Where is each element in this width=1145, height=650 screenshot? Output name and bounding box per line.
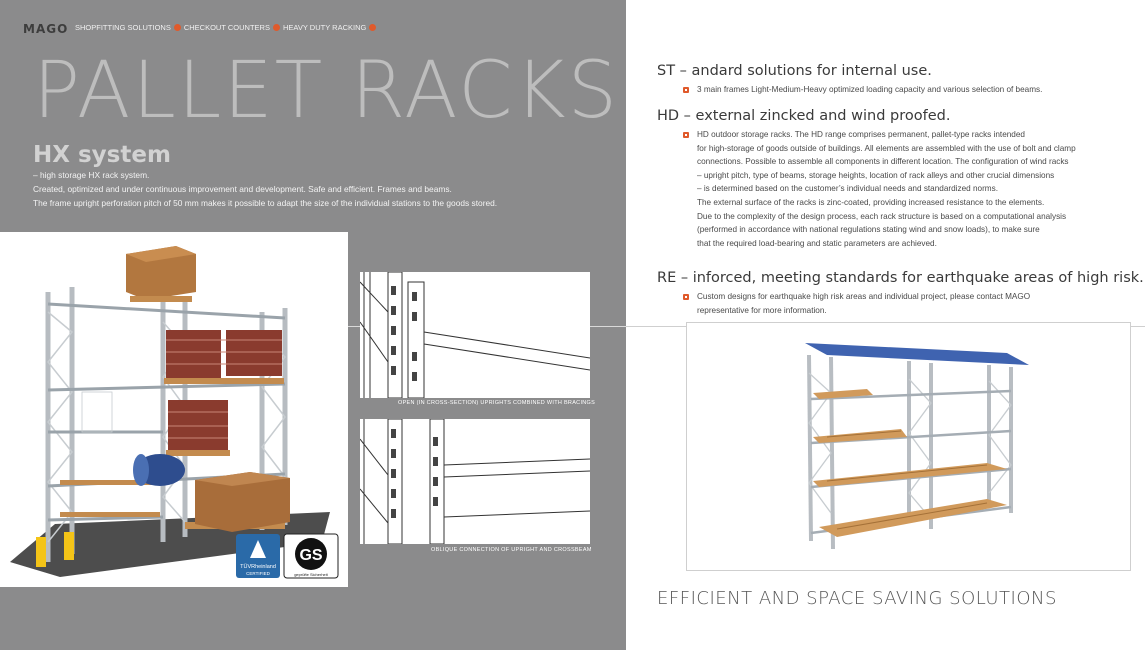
hx-system-title: HX system <box>33 142 171 168</box>
bullet-text: 3 main frames Light-Medium-Heavy optimiz… <box>697 83 1042 97</box>
nav-checkout[interactable]: CHECKOUT COUNTERS <box>183 23 270 32</box>
bullet-line: The external surface of the racks is zin… <box>697 197 1045 207</box>
section-title-st: ST – andard solutions for internal use. <box>657 63 932 79</box>
connector-line <box>590 326 626 327</box>
outdoor-rack-photo <box>686 322 1131 571</box>
caption-connection: OBLIQUE CONNECTION OF UPRIGHT AND CROSSB… <box>431 547 592 553</box>
brand-logo[interactable]: MAGO <box>23 22 69 36</box>
bullet-icon <box>683 87 689 93</box>
bullet-line: that the required load-bearing and stati… <box>697 238 937 248</box>
bullet-text: Custom designs for earthquake high risk … <box>697 290 1030 317</box>
bullet-item: HD outdoor storage racks. The HD range c… <box>657 128 1076 250</box>
nav-dot-icon <box>369 24 377 31</box>
tuv-status: CERTIFIED <box>246 571 270 576</box>
bullet-text: HD outdoor storage racks. The HD range c… <box>697 128 1076 250</box>
hx-description: – high storage HX rack system. Created, … <box>33 168 497 210</box>
detail-photo-uprights <box>359 271 591 399</box>
gs-sublabel: geprüfte Sicherheit <box>294 572 328 577</box>
tuv-certified-icon: TÜVRheinland CERTIFIED <box>236 534 280 578</box>
hx-desc-line: The frame upright perforation pitch of 5… <box>33 198 498 208</box>
connector-line <box>1130 326 1145 327</box>
footer-tagline: EFFICIENT AND SPACE SAVING SOLUTIONS <box>657 588 1057 609</box>
bullet-line: Due to the complexity of the design proc… <box>697 211 1067 221</box>
gs-mark: GS <box>299 547 322 564</box>
bullet-icon <box>683 132 689 138</box>
bullet-line: for high-storage of goods outside of bui… <box>697 143 1076 153</box>
section-re: RE – inforced, meeting standards for ear… <box>657 270 1144 317</box>
bullet-line: connections. Possible to assemble all co… <box>697 157 1069 167</box>
bullet-item: 3 main frames Light-Medium-Heavy optimiz… <box>657 83 1042 97</box>
connector-line <box>348 326 360 327</box>
outdoor-rack-illustration <box>805 343 1029 550</box>
bullet-line: HD outdoor storage racks. The HD range c… <box>697 130 1025 139</box>
bullet-line: Custom designs for earthquake high risk … <box>697 292 1031 301</box>
bullet-line: – upright pitch, type of beams, storage … <box>697 170 1055 180</box>
hx-desc-line: – high storage HX rack system. <box>33 170 150 180</box>
caption-uprights: OPEN (IN CROSS-SECTION) UPRIGHTS COMBINE… <box>398 400 596 406</box>
bullet-line: 3 main frames Light-Medium-Heavy optimiz… <box>697 85 1043 94</box>
nav-shopfitting[interactable]: SHOPFITTING SOLUTIONS <box>75 23 171 32</box>
nav-dot-icon <box>173 24 181 31</box>
upright-crossbeam-illustration <box>359 418 591 545</box>
nav-dot-icon <box>272 24 280 31</box>
bullet-icon <box>683 294 689 300</box>
section-hd: HD – external zincked and wind proofed. … <box>657 108 1076 250</box>
section-standard: ST – andard solutions for internal use. … <box>657 63 1042 97</box>
section-title-hd: HD – external zincked and wind proofed. <box>657 108 951 124</box>
gs-certified-icon: GS geprüfte Sicherheit <box>283 533 339 579</box>
bullet-line: (performed in accordance with national r… <box>697 225 1040 235</box>
bullet-line: – is determined based on the customer’s … <box>697 184 998 194</box>
page-title: PALLET RACKS <box>33 46 620 136</box>
left-panel: MAGO SHOPFITTING SOLUTIONS CHECKOUT COUN… <box>0 0 626 650</box>
section-title-re: RE – inforced, meeting standards for ear… <box>657 270 1144 286</box>
breadcrumb-nav: SHOPFITTING SOLUTIONS CHECKOUT COUNTERS … <box>75 23 379 32</box>
nav-heavy-duty[interactable]: HEAVY DUTY RACKING <box>282 23 367 32</box>
bullet-item: Custom designs for earthquake high risk … <box>657 290 1144 317</box>
tuv-label: TÜVRheinland <box>240 563 276 570</box>
detail-photo-connection <box>359 418 591 545</box>
upright-bracing-illustration <box>359 271 591 399</box>
bullet-line: representative for more information. <box>697 305 827 315</box>
hx-desc-line: Created, optimized and under continuous … <box>33 184 452 194</box>
rack-photo: TÜVRheinland CERTIFIED GS geprüfte Siche… <box>0 232 348 587</box>
connector-line <box>626 326 686 327</box>
pallet-rack-illustration: TÜVRheinland CERTIFIED GS geprüfte Siche… <box>10 246 339 579</box>
